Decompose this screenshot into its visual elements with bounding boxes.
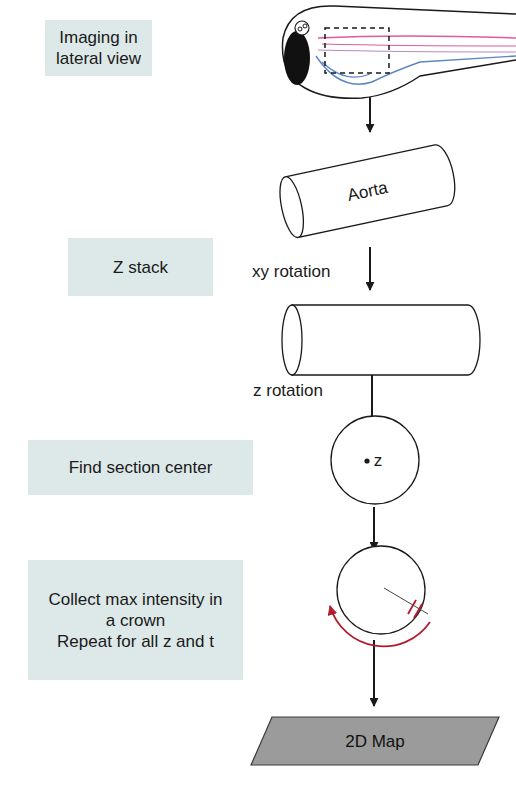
node-text: Z stack: [113, 257, 168, 278]
node-text: Imaging in lateral view: [51, 27, 147, 69]
node-text: Collect max intensity in a crown: [46, 589, 226, 631]
step-label: Z stack: [68, 238, 213, 296]
arrow-label: xy rotation: [252, 262, 330, 282]
node-text: 2D Map: [345, 731, 405, 752]
step-label: Imaging in lateral view: [45, 20, 152, 76]
cylinder: [282, 305, 480, 375]
arrow-label: z rotation: [253, 381, 323, 401]
fish-embryo: [282, 6, 516, 98]
output-map: 2D Map: [250, 716, 500, 766]
section-circle: z: [330, 415, 420, 505]
step-label: Find section center: [28, 440, 253, 495]
node-text: Repeat for all z and t: [57, 631, 214, 652]
node-text: Find section center: [69, 457, 213, 478]
node-text: z: [368, 450, 383, 471]
crown-circle: [330, 546, 430, 646]
aorta-cylinder: Aorta: [275, 142, 459, 239]
step-label: Collect max intensity in a crownRepeat f…: [28, 560, 243, 680]
